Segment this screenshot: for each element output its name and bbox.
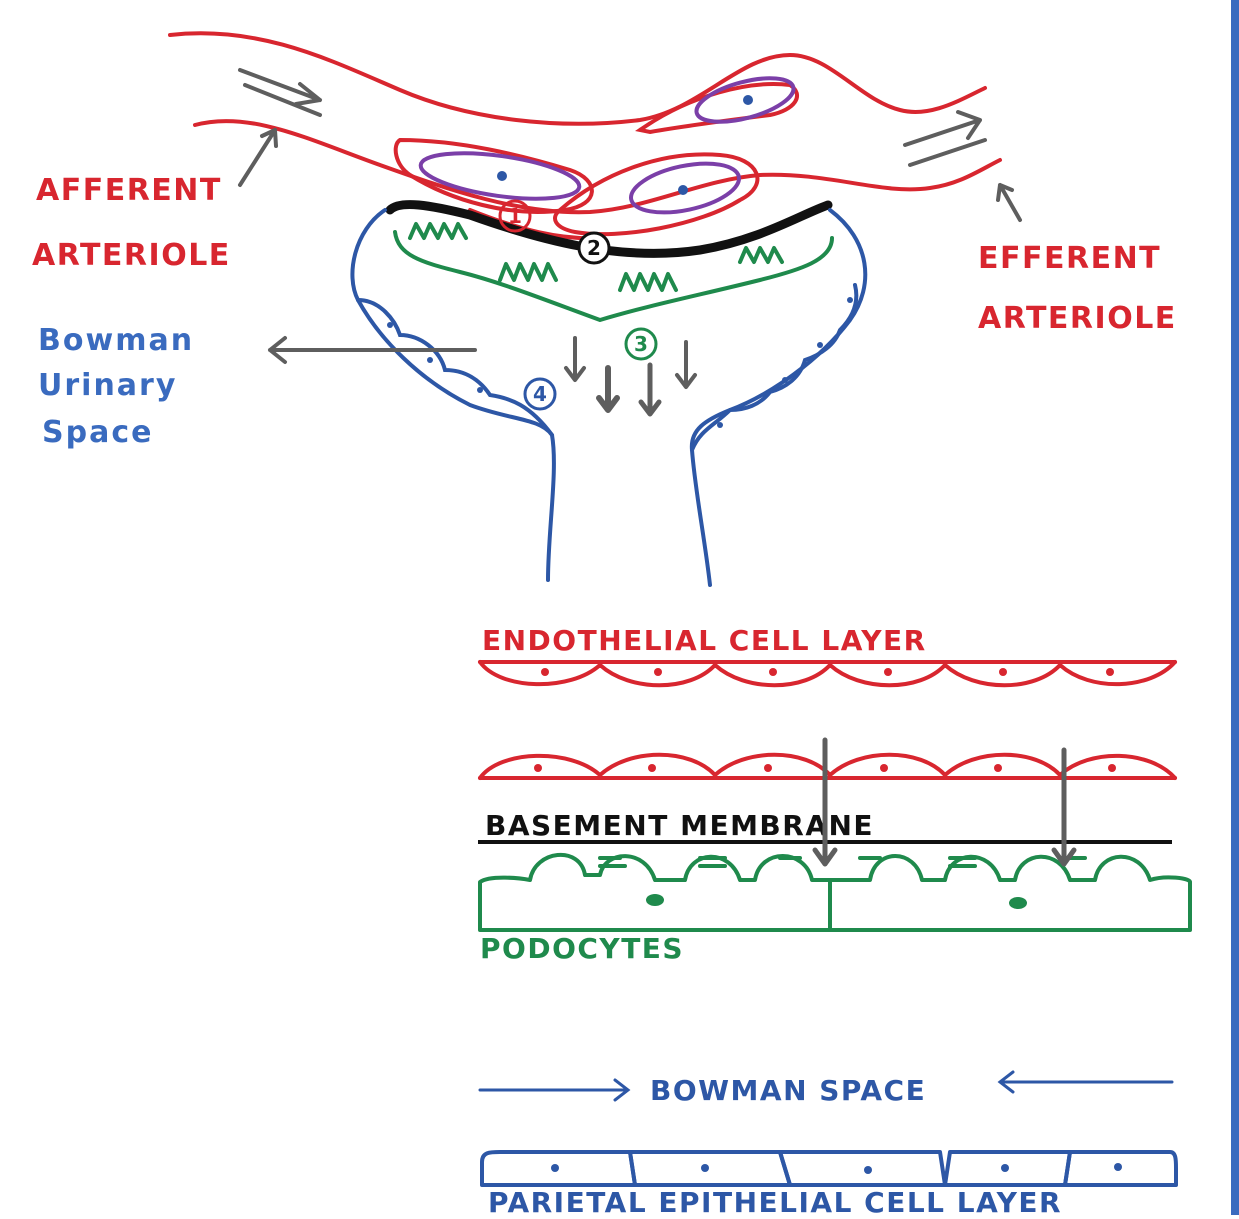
parietal-label: PARIETAL EPITHELIAL CELL LAYER xyxy=(488,1186,1062,1215)
filtrate-arrow-2 xyxy=(599,368,617,410)
basement-label: BASEMENT MEMBRANE xyxy=(485,809,874,842)
marker-3-label: 3 xyxy=(634,332,648,356)
arteriole-lower-wall xyxy=(195,121,1000,212)
capsule-nuclei xyxy=(387,297,853,428)
parietal-nuclei xyxy=(551,1163,1122,1174)
cell-dot xyxy=(743,95,753,105)
marker-2: 2 xyxy=(579,233,609,263)
endothelial-row-top xyxy=(480,662,1175,685)
marker-2-label: 2 xyxy=(587,236,601,260)
podocyte-curve xyxy=(395,224,832,320)
bowman-label-line1: Bowman xyxy=(38,323,194,358)
marker-1-label: 1 xyxy=(508,204,522,228)
arteriole-upper-wall xyxy=(170,33,985,123)
marker-4-label: 4 xyxy=(533,382,547,406)
arteriole-tube xyxy=(170,33,1000,238)
endothelial-label: ENDOTHELIAL CELL LAYER xyxy=(482,624,927,657)
outflow-arrow-2 xyxy=(910,140,985,165)
filtrate-arrow-4 xyxy=(677,342,695,387)
efferent-label-line1: EFFERENT xyxy=(978,241,1161,276)
parietal-layer xyxy=(482,1152,1176,1185)
podocyte-row xyxy=(480,855,1190,930)
filtrate-arrow-3 xyxy=(641,365,659,414)
podocytes-label: PODOCYTES xyxy=(480,932,684,965)
efferent-pointer xyxy=(998,185,1020,220)
cell-dot xyxy=(497,171,507,181)
marker-3: 3 xyxy=(626,329,656,359)
marker-1: 1 xyxy=(500,201,530,231)
afferent-label-line2: ARTERIOLE xyxy=(32,238,231,273)
filtrate-arrow-1 xyxy=(566,338,584,380)
bowman-label-line2: Urinary xyxy=(38,368,177,403)
marker-4: 4 xyxy=(525,379,555,409)
podocyte-nuclei xyxy=(646,894,1027,909)
afferent-label-line1: AFFERENT xyxy=(36,173,222,208)
cell-dot xyxy=(678,185,688,195)
bowman-space-label: BOWMAN SPACE xyxy=(650,1074,926,1107)
capsule-right-wall xyxy=(692,210,865,585)
bowman-pointer xyxy=(270,338,475,362)
afferent-pointer xyxy=(240,130,276,185)
capsule-left-scallops xyxy=(358,300,552,435)
outflow-arrow-1 xyxy=(905,112,980,145)
efferent-label-line2: ARTERIOLE xyxy=(978,301,1177,336)
capsule-right-scallops xyxy=(692,285,856,450)
bowman-label-line3: Space xyxy=(42,415,153,450)
purple-cell-dots xyxy=(497,95,753,195)
right-edge-rule xyxy=(1231,0,1239,1215)
